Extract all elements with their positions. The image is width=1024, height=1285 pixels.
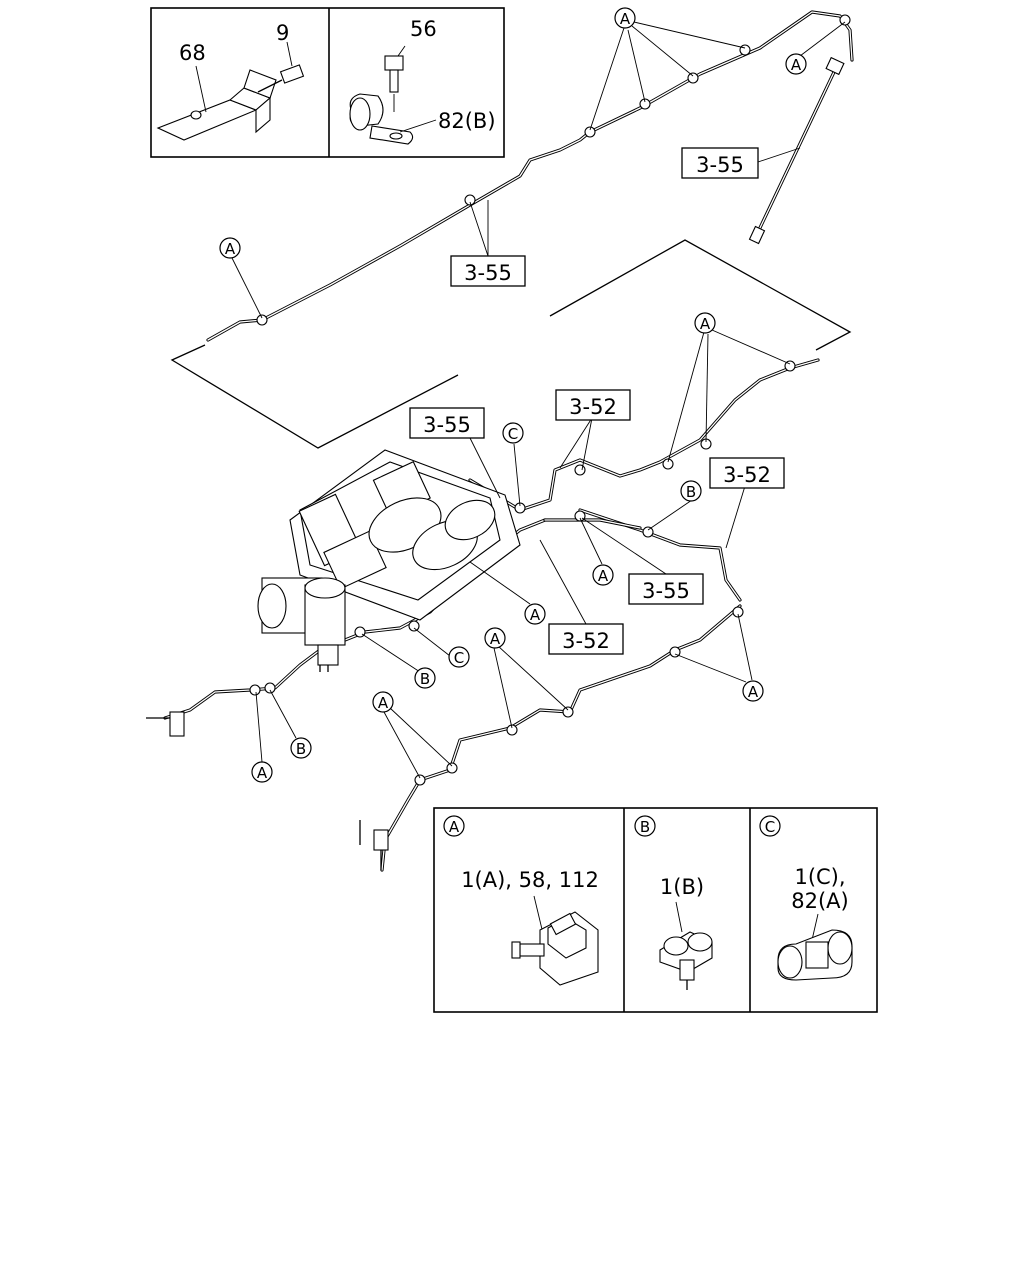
bolt-part-9 bbox=[257, 64, 305, 93]
svg-text:A: A bbox=[530, 606, 541, 624]
clip-legend: A 1(A), 58, 112 B 1(B) C 1(C), 82( bbox=[433, 807, 878, 1013]
marker-a: A bbox=[694, 312, 716, 334]
marker-a: A bbox=[372, 691, 394, 713]
svg-text:A: A bbox=[449, 818, 460, 836]
top-inset: 68 9 56 82(B) bbox=[150, 7, 505, 158]
part-label-82b: 82(B) bbox=[438, 109, 496, 133]
marker-b: B bbox=[680, 480, 702, 502]
ref-box-3-52-lower: 3-52 bbox=[548, 623, 624, 655]
ref-box-3-55-upper-center: 3-55 bbox=[450, 255, 526, 287]
marker-c: C bbox=[448, 646, 470, 668]
svg-text:A: A bbox=[490, 630, 501, 648]
svg-text:3-55: 3-55 bbox=[423, 413, 471, 437]
marker-b: B bbox=[414, 667, 436, 689]
svg-text:B: B bbox=[296, 740, 306, 758]
svg-text:C: C bbox=[508, 425, 518, 443]
legend-clip-b: B 1(B) bbox=[634, 815, 713, 990]
svg-text:3-55: 3-55 bbox=[642, 579, 690, 603]
ref-box-3-52-right: 3-52 bbox=[709, 457, 785, 489]
svg-text:3-52: 3-52 bbox=[569, 395, 617, 419]
pipe-connectors bbox=[146, 56, 845, 870]
ref-box-3-52-center: 3-52 bbox=[555, 389, 631, 421]
svg-text:B: B bbox=[640, 818, 650, 836]
pipe-clips bbox=[249, 14, 851, 786]
legend-c-parts-line2: 82(A) bbox=[791, 889, 848, 913]
svg-text:3-52: 3-52 bbox=[562, 629, 610, 653]
marker-a: A bbox=[484, 627, 506, 649]
marker-b: B bbox=[290, 737, 312, 759]
legend-b-parts: 1(B) bbox=[660, 875, 704, 899]
part-label-68: 68 bbox=[179, 41, 206, 65]
legend-a-parts: 1(A), 58, 112 bbox=[461, 868, 599, 892]
marker-c: C bbox=[502, 422, 524, 444]
part-label-9: 9 bbox=[276, 21, 289, 45]
part-label-56: 56 bbox=[410, 17, 437, 41]
svg-text:A: A bbox=[257, 764, 268, 782]
marker-a: A bbox=[219, 237, 241, 259]
svg-text:3-55: 3-55 bbox=[696, 153, 744, 177]
marker-a: A bbox=[592, 564, 614, 586]
svg-text:B: B bbox=[686, 483, 696, 501]
svg-text:A: A bbox=[225, 240, 236, 258]
svg-text:C: C bbox=[765, 818, 775, 836]
bracket-part-68 bbox=[156, 69, 277, 141]
legend-clip-a: A 1(A), 58, 112 bbox=[443, 815, 599, 986]
svg-text:A: A bbox=[791, 56, 802, 74]
svg-text:A: A bbox=[700, 315, 711, 333]
marker-a: A bbox=[524, 603, 546, 625]
hydraulic-module bbox=[257, 449, 521, 672]
marker-a: A bbox=[785, 53, 807, 75]
marker-a: A bbox=[251, 761, 273, 783]
floor-planes bbox=[170, 239, 852, 449]
svg-text:C: C bbox=[454, 649, 464, 667]
ref-box-3-55-top-right: 3-55 bbox=[681, 147, 759, 179]
svg-text:B: B bbox=[420, 670, 430, 688]
leader-lines bbox=[231, 21, 846, 779]
svg-text:3-55: 3-55 bbox=[464, 261, 512, 285]
ref-box-3-55-module: 3-55 bbox=[409, 407, 485, 439]
clip-markers: A A A A C B A A A C B A A B A bbox=[219, 7, 807, 783]
ref-box-3-55-lower: 3-55 bbox=[628, 573, 704, 605]
clamp-part-82b bbox=[349, 93, 414, 145]
legend-c-parts-line1: 1(C), bbox=[794, 865, 845, 889]
svg-text:A: A bbox=[748, 683, 759, 701]
svg-text:A: A bbox=[598, 567, 609, 585]
svg-text:A: A bbox=[620, 10, 631, 28]
marker-a: A bbox=[614, 7, 636, 29]
legend-clip-c: C 1(C), 82(A) bbox=[759, 815, 853, 981]
svg-text:A: A bbox=[378, 694, 389, 712]
svg-text:3-52: 3-52 bbox=[723, 463, 771, 487]
bolt-part-56 bbox=[384, 55, 404, 112]
marker-a: A bbox=[742, 680, 764, 702]
